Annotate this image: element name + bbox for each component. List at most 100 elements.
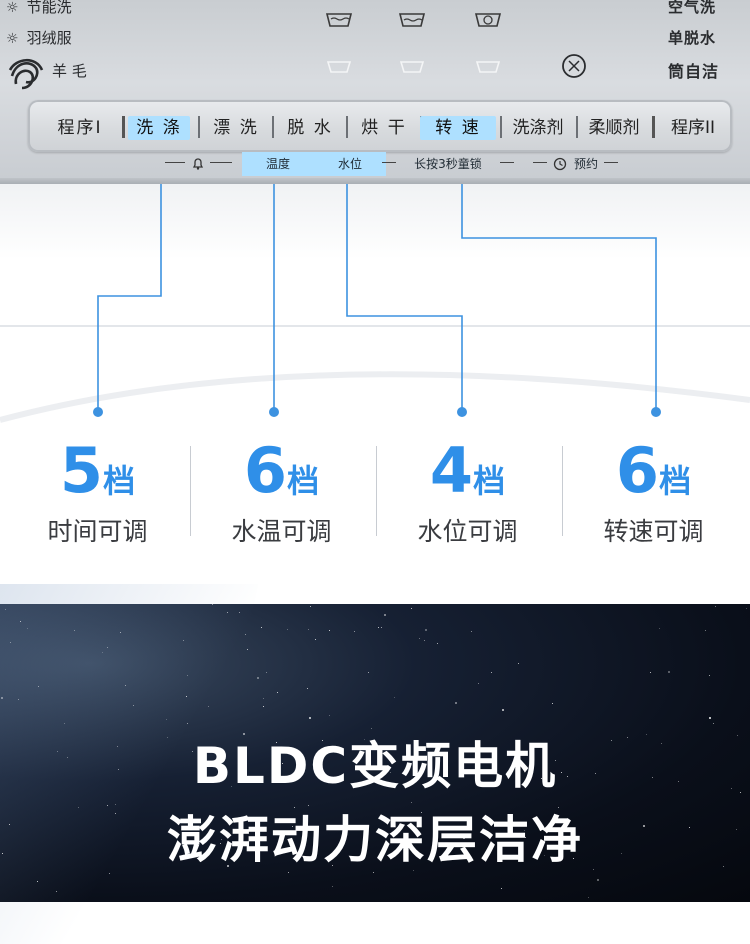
star: [315, 639, 316, 640]
bracket-line: [500, 162, 514, 163]
spin-speed-button[interactable]: 转 速: [420, 116, 496, 140]
star: [329, 715, 330, 716]
reservation-label: 预约: [573, 157, 598, 171]
star: [394, 697, 395, 698]
star: [595, 773, 596, 774]
star: [424, 640, 425, 641]
stat-caption: 水温可调: [231, 517, 332, 546]
star: [709, 675, 710, 676]
star: [245, 634, 246, 635]
star: [18, 699, 19, 700]
stat-number: 5: [59, 434, 104, 507]
star: [737, 735, 738, 736]
star: [187, 835, 188, 836]
spin-icon: [562, 54, 586, 78]
function-button-bar: 程序I 洗 涤 漂 洗 脱 水 烘 干 转 速 洗涤剂 柔顺剂 程序II: [28, 100, 732, 152]
star: [659, 628, 660, 629]
spin-dry-button[interactable]: 脱 水: [287, 118, 333, 138]
star: [37, 881, 38, 882]
star: [227, 865, 229, 867]
option-energy-saving[interactable]: ☼节能洗: [6, 0, 72, 17]
clock-icon: [553, 157, 567, 171]
wash-tub-icon: [398, 13, 426, 27]
star: [1, 697, 3, 699]
star: [117, 746, 118, 747]
star: [102, 652, 103, 653]
star: [715, 606, 716, 607]
star: [322, 740, 323, 741]
dry-button[interactable]: 烘 干: [361, 118, 407, 138]
divider: [122, 116, 125, 138]
stat-caption: 转速可调: [603, 517, 704, 546]
star: [731, 788, 732, 789]
star: [247, 649, 248, 650]
star: [689, 827, 690, 828]
star: [120, 632, 121, 633]
star: [354, 631, 355, 632]
star: [57, 751, 58, 752]
star: [678, 781, 679, 782]
star: [413, 870, 414, 871]
star: [187, 723, 188, 724]
option-label: 节能洗: [26, 0, 72, 16]
star: [133, 705, 134, 706]
bracket-line: [165, 162, 185, 163]
star: [67, 757, 68, 758]
star: [611, 740, 612, 741]
wash-tub-icon: [325, 13, 353, 27]
star: [308, 805, 309, 806]
stat-number: 6: [615, 434, 660, 507]
star: [277, 692, 278, 693]
star: [10, 642, 11, 643]
option-spin-only[interactable]: 单脱水: [668, 29, 717, 47]
star: [332, 886, 333, 887]
child-lock-label: 长按3秒童锁: [414, 157, 482, 171]
bracket-line: [382, 162, 396, 163]
star: [524, 830, 525, 831]
star: [459, 763, 460, 764]
star: [573, 858, 574, 859]
stat-unit: 档: [473, 462, 506, 500]
wash-button[interactable]: 洗 涤: [128, 116, 190, 140]
star: [494, 749, 495, 750]
option-label: 羽绒服: [26, 29, 72, 47]
star: [107, 805, 108, 806]
wash-tub-icon: [326, 61, 352, 73]
option-wool[interactable]: 羊 毛: [52, 60, 87, 81]
star: [212, 604, 213, 605]
star: [518, 663, 519, 664]
star: [668, 671, 670, 673]
star: [282, 763, 283, 764]
rinse-button[interactable]: 漂 洗: [213, 118, 259, 138]
feature-area: [0, 184, 750, 604]
stat-water-level: 4档 水位可调: [374, 440, 561, 548]
option-down-jacket[interactable]: ☼羽绒服: [6, 27, 72, 48]
star: [332, 865, 333, 866]
star: [263, 706, 264, 707]
wash-tub-icon: [399, 61, 425, 73]
star: [421, 812, 422, 813]
banner-headline: BLDC变频电机: [192, 737, 558, 795]
star: [491, 672, 492, 673]
star: [437, 643, 438, 644]
banner-subheadline: 澎湃动力深层洁净: [167, 811, 583, 869]
star: [263, 698, 264, 699]
star: [261, 627, 262, 628]
divider: [576, 116, 578, 138]
star: [597, 879, 599, 881]
option-air-wash[interactable]: 空气洗: [668, 0, 717, 16]
star: [419, 638, 420, 639]
stat-number: 6: [243, 434, 288, 507]
divider: [500, 116, 502, 138]
program-one-button[interactable]: 程序I: [57, 118, 103, 138]
softener-button[interactable]: 柔顺剂: [588, 118, 640, 138]
stat-water-temp: 6档 水温可调: [188, 440, 375, 548]
detergent-button[interactable]: 洗涤剂: [512, 118, 564, 138]
star: [115, 804, 116, 805]
program-two-button[interactable]: 程序II: [670, 118, 716, 138]
star: [231, 786, 232, 787]
star: [588, 897, 589, 898]
star: [381, 627, 382, 628]
wash-tub-icon: [474, 13, 502, 27]
option-tub-clean[interactable]: 筒自洁: [668, 62, 720, 81]
